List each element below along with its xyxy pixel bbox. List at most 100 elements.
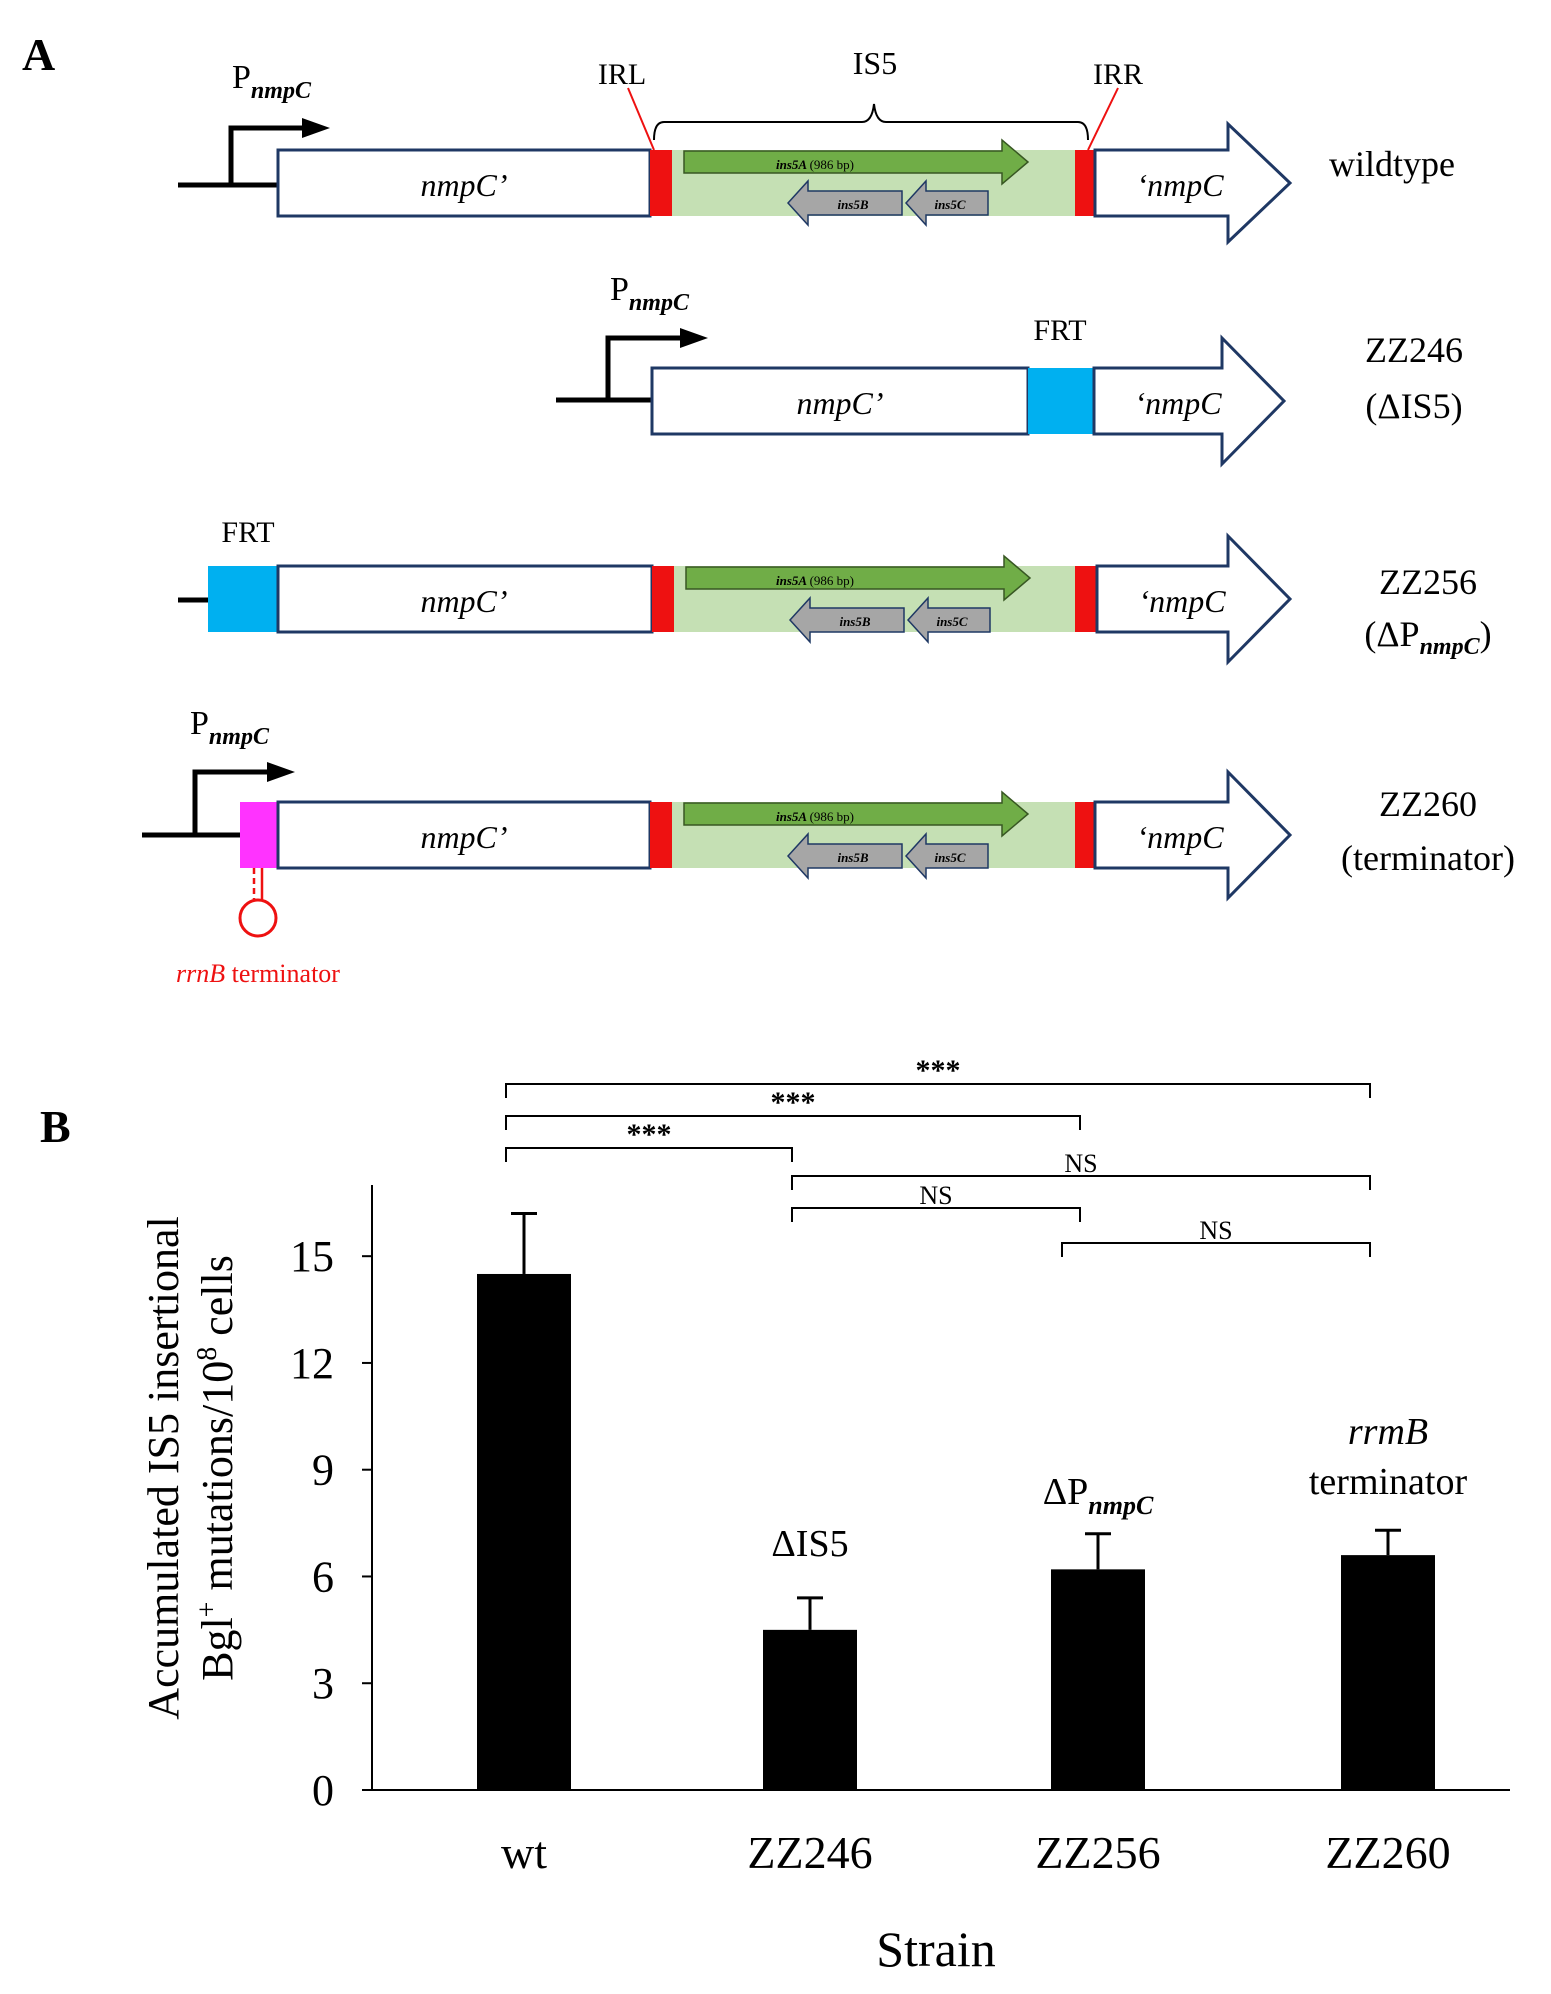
- significance-label: ***: [916, 1054, 961, 1087]
- svg-text:nmpC’: nmpC’: [420, 819, 507, 855]
- significance-label: ***: [771, 1086, 816, 1119]
- svg-text:ins5A (986 bp): ins5A (986 bp): [776, 809, 854, 824]
- significance-label: ***: [627, 1118, 672, 1151]
- bar-zz256: [1051, 1569, 1145, 1790]
- significance-brackets: *** *** *** NS NS NS: [505, 1054, 1371, 1257]
- svg-text:nmpC’: nmpC’: [420, 583, 507, 619]
- x-tick-label: wt: [501, 1827, 547, 1878]
- significance-bracket: [791, 1175, 1371, 1190]
- is5-brace: [653, 103, 1089, 141]
- frt-label: FRT: [1033, 314, 1086, 347]
- ins5c-arrow: [906, 596, 991, 644]
- nmpc-right-arrow: [1093, 120, 1293, 246]
- y-tick-label: 0: [312, 1766, 334, 1815]
- row-note-zz256: (ΔPnmpC): [1364, 614, 1491, 660]
- nmpc-left-box: [276, 564, 654, 634]
- y-axis-title-line2: Bgl+ mutations/108 cells: [192, 1255, 242, 1681]
- ins5a-arrow: [683, 790, 1030, 838]
- nmpc-left-label: nmpC’: [420, 167, 507, 203]
- significance-label: NS: [1064, 1149, 1097, 1178]
- bar-zz260: [1341, 1555, 1435, 1790]
- y-tick-label: 9: [312, 1446, 334, 1495]
- bar-wt: [477, 1273, 571, 1790]
- svg-text:ins5A (986 bp): ins5A (986 bp): [776, 573, 854, 588]
- promoter-label: PnmpC: [232, 59, 312, 104]
- svg-text:‘nmpC: ‘nmpC: [1136, 819, 1224, 855]
- svg-text:ins5A (986 bp): ins5A (986 bp): [776, 157, 854, 172]
- terminator-label: rrnB terminator: [176, 959, 340, 988]
- panel-a-label: A: [22, 29, 55, 80]
- terminator-hairpin: [238, 898, 278, 938]
- panel-b-label: B: [40, 1101, 71, 1152]
- ins5a-arrow: [683, 138, 1030, 186]
- svg-text:‘nmpC: ‘nmpC: [1134, 385, 1222, 421]
- frt-box: [208, 566, 278, 632]
- nmpc-right-arrow: [1093, 768, 1293, 902]
- irl-box: [650, 150, 672, 216]
- construct-zz260: PnmpC rrnB terminator nmpC’ ins5A (986 b…: [142, 705, 1515, 988]
- svg-text:PnmpC: PnmpC: [610, 271, 690, 316]
- row-note-zz246: (ΔIS5): [1365, 386, 1462, 426]
- row-label-wildtype: wildtype: [1329, 144, 1455, 184]
- svg-text:ins5B: ins5B: [839, 614, 870, 629]
- x-tick-label: ZZ260: [1325, 1827, 1450, 1878]
- significance-bracket: [791, 1207, 1081, 1222]
- row-label-zz246: ZZ246: [1365, 330, 1463, 370]
- svg-text:‘nmpC: ‘nmpC: [1138, 583, 1226, 619]
- y-tick-label: 6: [312, 1552, 334, 1601]
- bar-zz246: [763, 1629, 857, 1790]
- bar-label-terminator: terminator: [1309, 1461, 1468, 1503]
- bar-annotations: ΔIS5 ΔPnmpC rrmB terminator: [771, 1411, 1467, 1565]
- irl-label: IRL: [598, 58, 646, 91]
- y-ticks: 0 3 6 9 12 15: [290, 1232, 372, 1815]
- ins5b-arrow: [786, 179, 903, 227]
- y-axis-title-line1: Accumulated IS5 insertional: [139, 1216, 188, 1719]
- error-bars: [511, 1211, 1401, 1630]
- significance-bracket: [505, 1147, 793, 1162]
- y-tick-label: 15: [290, 1232, 334, 1281]
- significance-bracket: [505, 1115, 1081, 1130]
- y-tick-label: 3: [312, 1659, 334, 1708]
- ins5a-arrow: [685, 554, 1032, 602]
- svg-text:ins5B: ins5B: [837, 850, 868, 865]
- row-label-zz260: ZZ260: [1379, 784, 1477, 824]
- svg-text:ins5C: ins5C: [936, 614, 967, 629]
- svg-text:PnmpC: PnmpC: [190, 705, 270, 750]
- bars: [477, 1273, 1435, 1790]
- construct-zz256: FRT nmpC’ ins5A (986 bp) ins5B ins5C ‘nm…: [178, 516, 1492, 666]
- construct-wildtype: PnmpC nmpC’ ins5A (986 bp) ins5B ins5C ‘…: [178, 45, 1455, 246]
- nmpc-right-arrow: [1095, 532, 1293, 666]
- x-tick-label: ZZ246: [747, 1827, 872, 1878]
- terminator-box: [240, 802, 278, 868]
- svg-text:ins5B: ins5B: [837, 197, 868, 212]
- y-tick-label: 12: [290, 1339, 334, 1388]
- bar-label-delta-pnmpc: ΔPnmpC: [1043, 1471, 1154, 1520]
- ins5c-arrow: [904, 832, 989, 880]
- significance-label: NS: [919, 1181, 952, 1210]
- nmpc-right-arrow: [1092, 334, 1287, 468]
- ins5b-arrow: [786, 832, 903, 880]
- construct-zz246: PnmpC nmpC’ FRT ‘nmpC ZZ246 (ΔIS5): [556, 271, 1463, 468]
- x-tick-labels: wt ZZ246 ZZ256 ZZ260: [501, 1827, 1451, 1878]
- nmpc-right-label: ‘nmpC: [1136, 167, 1224, 203]
- bar-label-delta-is5: ΔIS5: [771, 1523, 848, 1565]
- svg-text:nmpC’: nmpC’: [796, 385, 883, 421]
- nmpc-left-box: [650, 366, 1030, 436]
- bar-label-rrmb: rrmB: [1348, 1411, 1428, 1453]
- x-axis-title: Strain: [876, 1921, 995, 1977]
- row-note-zz260: (terminator): [1341, 838, 1515, 878]
- frt-box: [1028, 368, 1094, 434]
- irr-label: IRR: [1093, 58, 1143, 91]
- ins5c-arrow: [904, 179, 989, 227]
- significance-label: NS: [1199, 1216, 1232, 1245]
- significance-bracket: [1061, 1242, 1371, 1257]
- significance-bracket: [505, 1083, 1371, 1098]
- ins5b-arrow: [788, 596, 905, 644]
- irr-box: [1075, 150, 1095, 216]
- is5-label: IS5: [853, 45, 897, 81]
- x-tick-label: ZZ256: [1035, 1827, 1160, 1878]
- row-label-zz256: ZZ256: [1379, 562, 1477, 602]
- svg-text:ins5C: ins5C: [934, 850, 965, 865]
- svg-text:FRT: FRT: [221, 516, 274, 549]
